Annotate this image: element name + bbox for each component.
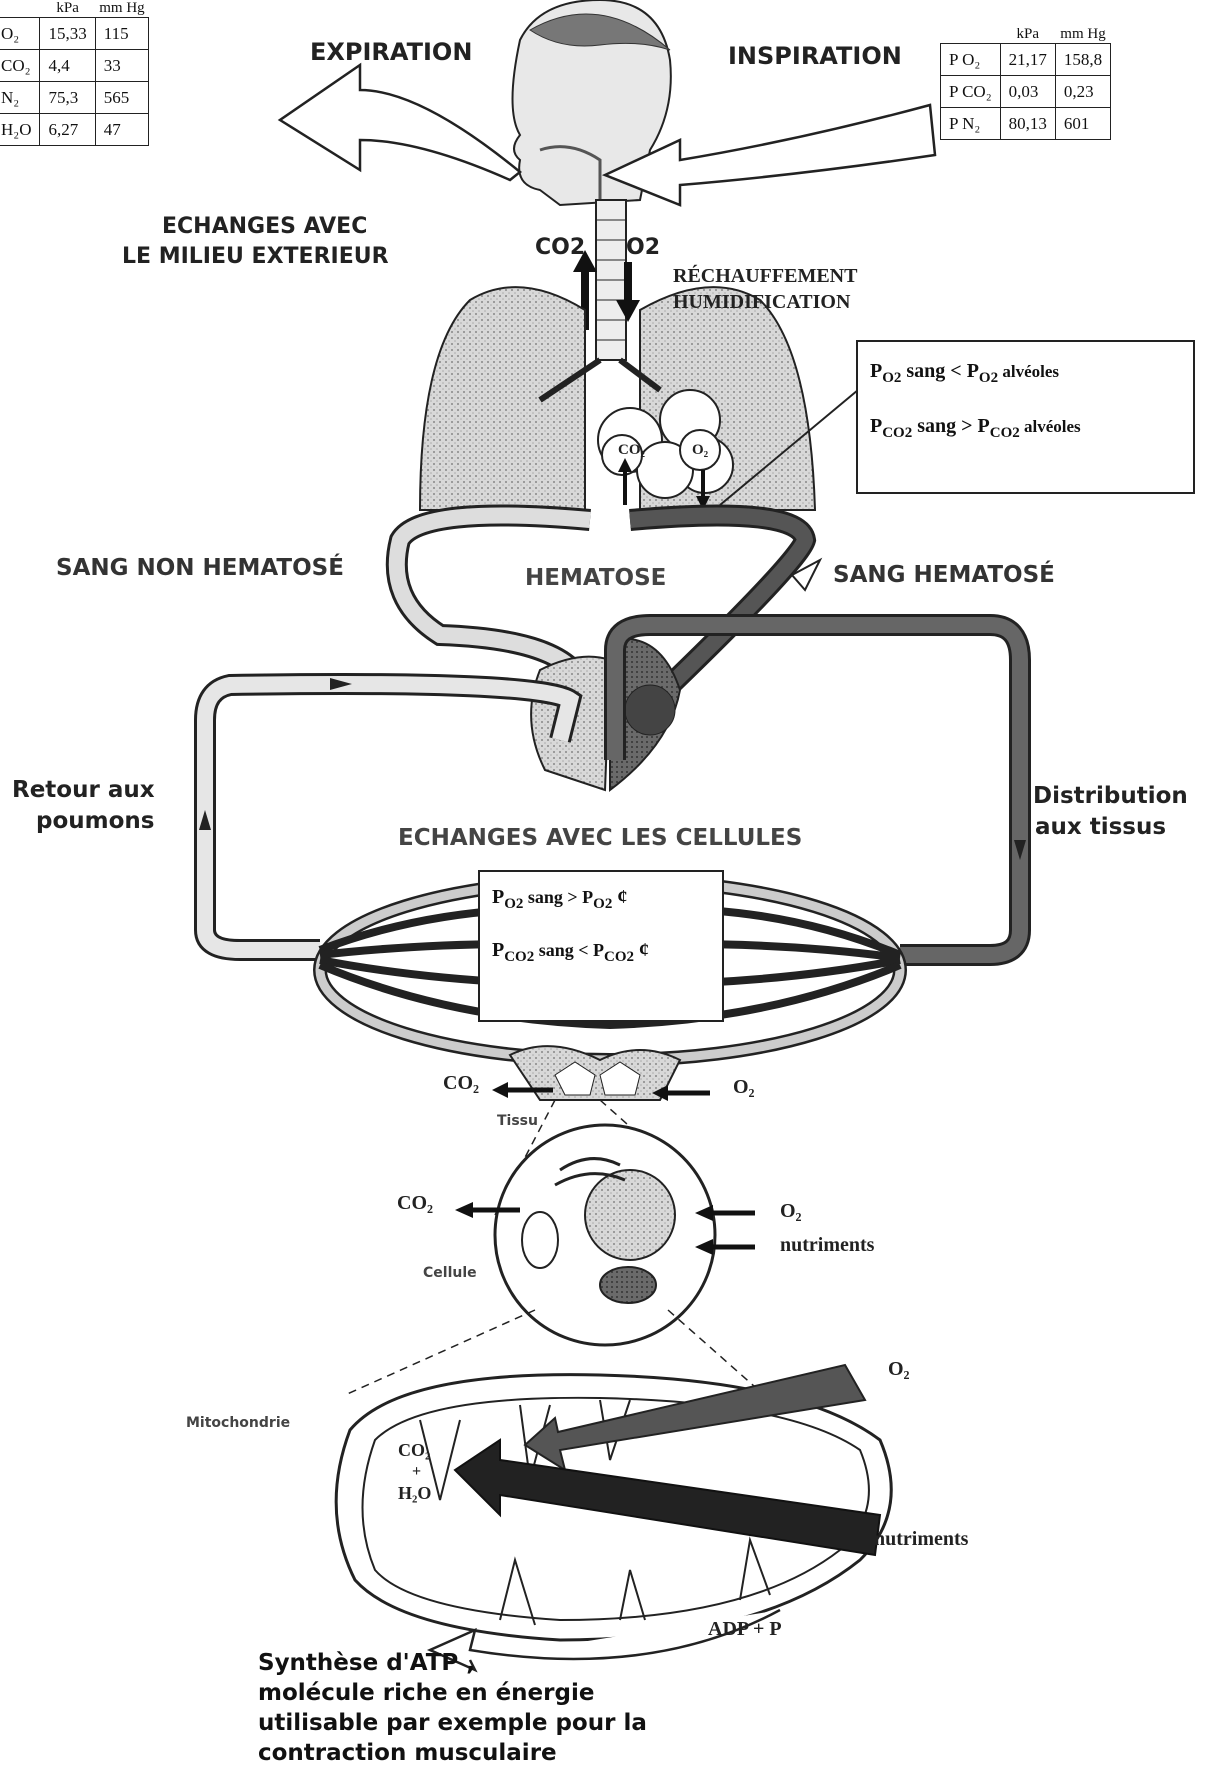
tissu-o2-label: O₂	[733, 1076, 755, 1099]
mmhg-value: 158,8	[1055, 44, 1110, 76]
kpa-value: 15,33	[40, 18, 95, 50]
retour-line1: Retour aux	[12, 777, 155, 803]
gas-subscript: O2	[504, 896, 523, 912]
mmhg-value: 115	[95, 18, 148, 50]
kpa-value: 4,4	[40, 50, 95, 82]
gas-name: CO₂	[0, 50, 40, 82]
echanges-exterieur-line1: ECHANGES AVEC	[162, 214, 367, 239]
mito-o2-label: O₂	[888, 1358, 910, 1381]
pressure-symbol: P	[870, 415, 882, 437]
o2-top-label: O2	[626, 235, 660, 260]
alveoles-inequality-box: PO2 sang < PO2 alvéoles PCO2 sang > PCO2…	[856, 340, 1195, 494]
distribution-line2: aux tissus	[1035, 814, 1166, 840]
pressure-symbol: P	[492, 939, 504, 961]
atp-description: Synthèse d'ATP , molécule riche en énerg…	[258, 1648, 647, 1768]
cellule-label: Cellule	[423, 1265, 477, 1281]
gas-subscript: O2	[979, 370, 998, 386]
mmhg-value: 601	[1055, 108, 1110, 140]
gas-subscript: O2	[593, 896, 612, 912]
cellule-o2-label: O₂	[780, 1200, 802, 1223]
hematose-label: HEMATOSE	[525, 565, 666, 591]
gas-subscript: CO2	[504, 949, 534, 965]
co2-top-label: CO2	[535, 235, 585, 260]
cellules-inequality-box: PO2 sang > PO2 ¢ PCO2 sang < PCO2 ¢	[478, 870, 724, 1022]
tissue-co2-arrowhead	[492, 1082, 508, 1098]
mito-co2-label: CO₂	[398, 1440, 430, 1461]
kpa-value: 75,3	[40, 82, 95, 114]
exp-unit-mmhg: mm Hg	[95, 0, 148, 18]
kpa-value: 21,17	[1000, 44, 1055, 76]
echanges-cellules-label: ECHANGES AVEC LES CELLULES	[398, 825, 802, 851]
mito-h2o-label: H₂O	[398, 1483, 431, 1504]
location-text: alvéoles	[1020, 417, 1081, 436]
expiration-arrow	[280, 65, 520, 180]
kpa-value: 80,13	[1000, 108, 1055, 140]
mmhg-value: 0,23	[1055, 76, 1110, 108]
kpa-value: 6,27	[40, 114, 95, 146]
mitochondrie-label: Mitochondrie	[186, 1415, 290, 1431]
insp-unit-kpa: kPa	[1000, 26, 1055, 44]
kpa-value: 0,03	[1000, 76, 1055, 108]
humidification-label: HUMIDIFICATION	[673, 291, 850, 314]
cellule-nutriments-label: nutriments	[780, 1234, 874, 1257]
tissu-label: Tissu	[497, 1113, 538, 1129]
location-text: alvéoles	[998, 362, 1059, 381]
cell	[495, 1125, 715, 1345]
exp-unit-kpa: kPa	[40, 0, 95, 18]
rechauffement-label: RÉCHAUFFEMENT	[673, 265, 857, 288]
gas-name: P N₂	[941, 108, 1001, 140]
sang-hematose-label: SANG HEMATOSÉ	[833, 562, 1055, 588]
cell-co2-arrowhead	[455, 1202, 473, 1218]
cell-symbol: ¢	[634, 939, 649, 961]
pressure-symbol: P	[492, 886, 504, 908]
mmhg-value: 47	[95, 114, 148, 146]
distribution-line1: Distribution	[1033, 783, 1188, 809]
pressure-symbol: P	[870, 360, 882, 382]
gas-subscript: CO2	[604, 949, 634, 965]
cellule-co2-label: CO₂	[397, 1192, 433, 1215]
gas-name: N₂	[0, 82, 40, 114]
gas-name: P O₂	[941, 44, 1001, 76]
gas-subscript: O2	[882, 370, 901, 386]
atp-line1: Synthèse d'ATP ,	[258, 1648, 647, 1678]
gas-name: H₂O	[0, 114, 40, 146]
mmhg-value: 33	[95, 50, 148, 82]
inequality-text: sang > P	[912, 415, 990, 437]
retour-line2: poumons	[36, 808, 154, 834]
gas-subscript: CO2	[990, 425, 1020, 441]
atp-line4: contraction musculaire	[258, 1738, 647, 1768]
mito-nutriments-label: nutriments	[874, 1528, 968, 1551]
alveole-co2-label: CO₂	[618, 442, 645, 459]
alveole-o2-label: O₂	[692, 442, 708, 459]
echanges-exterieur-line2: LE MILIEU EXTERIEUR	[122, 244, 389, 269]
gas-name: P CO₂	[941, 76, 1001, 108]
cell-symbol: ¢	[612, 886, 627, 908]
insp-unit-mmhg: mm Hg	[1055, 26, 1110, 44]
trachea	[596, 200, 626, 360]
gas-name: O₂	[0, 18, 40, 50]
adp-label: ADP + P	[708, 1618, 782, 1641]
inequality-text: sang < P	[901, 360, 979, 382]
atp-line3: utilisable par exemple pour la	[258, 1708, 647, 1738]
atp-line2: molécule riche en énergie	[258, 1678, 647, 1708]
inequality-text: sang > P	[523, 887, 593, 907]
tissu-co2-label: CO₂	[443, 1072, 479, 1095]
sang-non-hematose-label: SANG NON HEMATOSÉ	[56, 555, 344, 581]
mito-plus-label: +	[412, 1463, 421, 1481]
inequality-text: sang < P	[534, 940, 604, 960]
mmhg-value: 565	[95, 82, 148, 114]
expiration-label: EXPIRATION	[310, 38, 472, 66]
inspiration-label: INSPIRATION	[728, 42, 902, 70]
gas-subscript: CO2	[882, 425, 912, 441]
